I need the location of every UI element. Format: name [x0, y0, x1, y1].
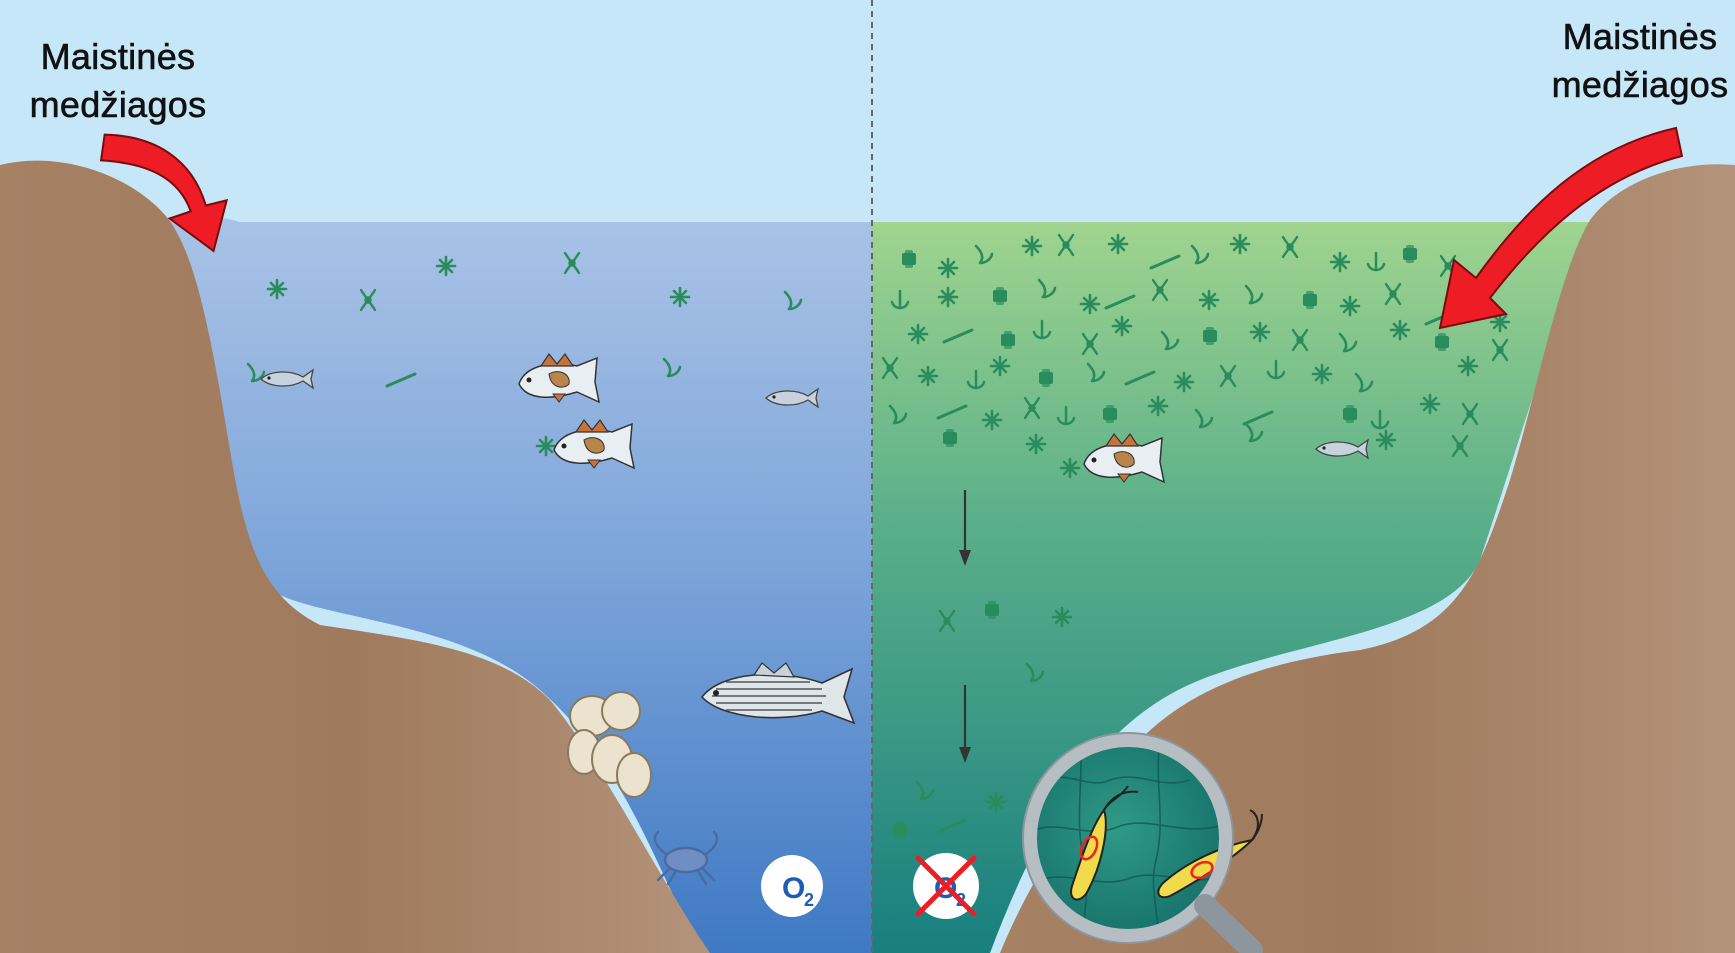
oysters-icon	[567, 691, 652, 798]
nutrients-label-right: Maistinės medžiagos	[1540, 13, 1735, 109]
striped-bass-icon	[700, 662, 856, 725]
oxygen-badge-icon: O 2	[761, 855, 823, 917]
soil-left	[0, 160, 710, 953]
red-curved-arrow-icon-left	[99, 133, 229, 253]
oxygen-subscript: 2	[804, 890, 814, 910]
label-left-line1: Maistinės	[40, 36, 196, 78]
sinking-arrow-icon	[959, 490, 971, 763]
clear-water	[160, 216, 872, 953]
label-left-line2: medžiagos	[29, 84, 207, 126]
no-oxygen-badge-icon: O 2	[913, 853, 979, 919]
crab-icon	[653, 830, 719, 886]
nutrients-label-left: Maistinės medžiagos	[18, 33, 218, 129]
water-surface-waves-right	[872, 190, 1600, 213]
magnifier-icon	[1022, 732, 1263, 953]
water-surface-waves	[160, 190, 872, 213]
oxygen-symbol: O	[782, 872, 805, 905]
red-curved-arrow-icon-right	[1438, 126, 1684, 330]
bacteria-icon	[1070, 785, 1139, 901]
label-right-line1: Maistinės	[1562, 16, 1718, 58]
label-right-line2: medžiagos	[1551, 64, 1729, 106]
clear-water-side	[160, 190, 872, 953]
